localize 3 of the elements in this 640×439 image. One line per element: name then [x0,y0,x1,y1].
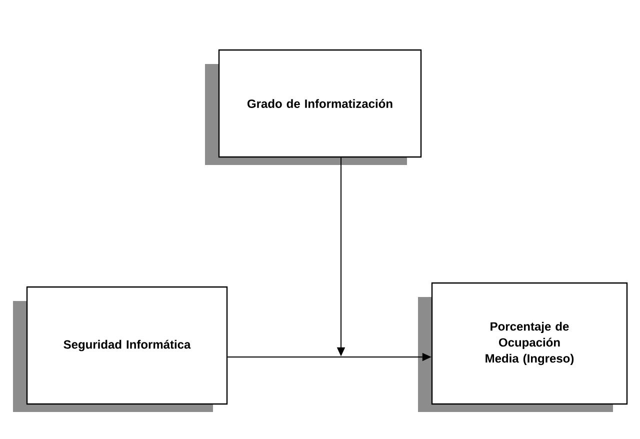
shadowed-box: Grado de Informatización [205,49,422,165]
shadowed-box: Seguridad Informática [13,286,228,412]
shadowed-box: Porcentaje de Ocupación Media (Ingreso) [418,282,628,412]
